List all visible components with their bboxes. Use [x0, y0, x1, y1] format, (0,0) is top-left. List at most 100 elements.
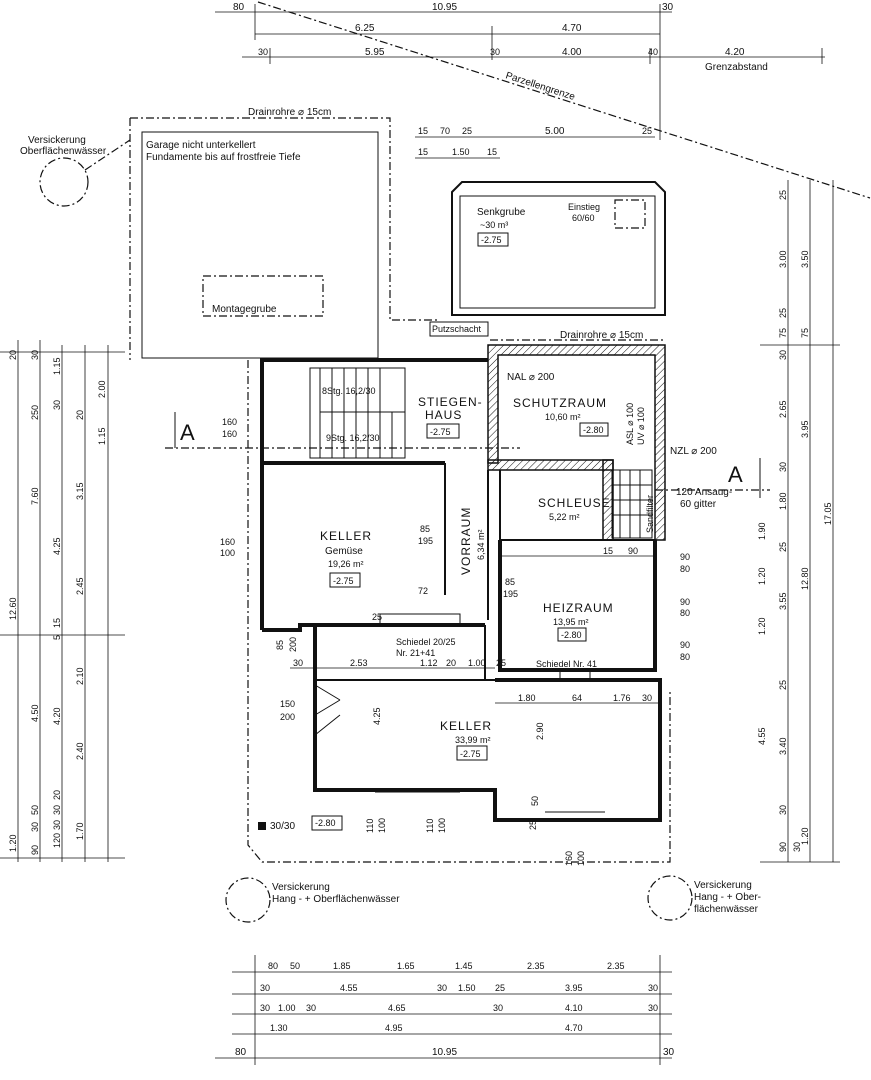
dim-b3-3: 4.65 [388, 1003, 406, 1013]
room-heizraum: HEIZRAUM 13,95 m² -2.80 Schiedel Nr. 41 [536, 601, 614, 669]
dim-b3-2: 30 [306, 1003, 316, 1013]
dim-in-4: 85 [420, 524, 430, 534]
room-schleuse: SCHLEUSE 5,22 m² Sandfilter 120 Ansaug- … [538, 487, 732, 533]
versickerung-br-3: flächenwässer [694, 904, 759, 915]
dim-b5-1: 10.95 [432, 1047, 457, 1058]
dim-in-7: 195 [503, 589, 518, 599]
dim-in-17: 25 [496, 658, 506, 668]
dim-l2-0: 250 [30, 405, 40, 420]
room-keller-gemuese: KELLER Gemüse 19,26 m² -2.75 [320, 529, 372, 588]
dim-in-5: 195 [418, 536, 433, 546]
garage-note-1: Garage nicht unterkellert [146, 140, 256, 151]
dim-r-3: 25 [778, 308, 788, 318]
dim-b4-1: 4.95 [385, 1023, 403, 1033]
dim-top-80: 80 [233, 2, 245, 13]
dim-in-9: 25 [372, 612, 382, 622]
dim-in-22: 15 [603, 546, 613, 556]
dim-b3-4: 30 [493, 1003, 503, 1013]
dim-in-0: 160 [222, 417, 237, 427]
stiegenhaus-name1: STIEGEN- [418, 395, 483, 409]
versickerung-br-1: Versickerung [694, 880, 752, 891]
label-grenzabstand: Grenzabstand [705, 62, 768, 73]
dim-l2-3: 4.25 [52, 537, 62, 555]
dim-in-11: 200 [288, 637, 298, 652]
dim-r-18: 4.55 [757, 727, 767, 745]
dim-top-r3-5: 4.20 [725, 47, 745, 58]
dim-r-4: 75 [778, 328, 788, 338]
dim-r-15: 1.20 [757, 617, 767, 635]
dim-in-35: 50 [530, 796, 540, 806]
dim-r-10: 1.80 [778, 492, 788, 510]
heizraum-area: 13,95 m² [553, 617, 589, 627]
dim-b2-6: 30 [648, 983, 658, 993]
label-parzellengrenze: Parzellengrenze [504, 70, 577, 103]
right-dimensions: 25 3.00 3.50 25 75 75 30 2.65 3.95 30 1.… [757, 180, 840, 863]
dim-r-17: 3.40 [778, 737, 788, 755]
keller-gemuese-area: 19,26 m² [328, 559, 364, 569]
keller-level: -2.75 [460, 749, 481, 759]
dim-in-31: 64 [572, 693, 582, 703]
garage-area: Garage nicht unterkellert Fundamente bis… [129, 107, 440, 360]
room-vorraum: VORRAUM 6,34 m² [459, 507, 486, 575]
dim-r-20: 1.20 [800, 827, 810, 845]
einstieg-hatch [614, 199, 646, 229]
schleuse-name: SCHLEUSE [538, 496, 611, 510]
dim-in-13: 2.53 [350, 658, 368, 668]
dim-in-23: 90 [628, 546, 638, 556]
senkgrube: Senkgrube ~30 m³ -2.75 Einstieg 60/60 15… [415, 126, 666, 316]
dim-l3-9: 1.70 [75, 822, 85, 840]
heizraum-name: HEIZRAUM [543, 601, 614, 615]
dim-l2-8: 4.20 [52, 707, 62, 725]
dim-in-19: 200 [280, 712, 295, 722]
dim-in-1: 160 [222, 429, 237, 439]
dim-r-12: 25 [778, 542, 788, 552]
dim-r-7: 2.65 [778, 400, 788, 418]
keller-gemuese-name: KELLER [320, 529, 372, 543]
keller-area: 33,99 m² [455, 735, 491, 745]
dim-in-3: 100 [220, 548, 235, 558]
dim-senk-15a: 15 [418, 126, 428, 136]
einstieg-size: 60/60 [572, 213, 595, 223]
schleuse-area: 5,22 m² [549, 512, 580, 522]
keller-name: KELLER [440, 719, 492, 733]
dim-r-16: 25 [778, 680, 788, 690]
versickerung-tl-1: Versickerung [28, 135, 86, 146]
dim-in-6: 85 [505, 577, 515, 587]
versickerung-bl-2: Hang - + Oberflächenwässer [272, 894, 400, 905]
dim-in-20: 4.25 [372, 707, 382, 725]
dim-in-40: 160 [564, 851, 574, 866]
dim-b1-6: 2.35 [607, 961, 625, 971]
dim-l1-5: 1.15 [97, 427, 107, 445]
dim-in-24: 90 [680, 552, 690, 562]
dim-b3-0: 30 [260, 1003, 270, 1013]
sandfilter-label: Sandfilter [645, 495, 655, 533]
dim-in-25: 80 [680, 564, 690, 574]
dim-l3-0: 12.60 [8, 597, 18, 620]
dim-in-10: 85 [275, 640, 285, 650]
montagegrube [202, 275, 324, 317]
versickerung-br-2: Hang - + Ober- [694, 892, 761, 903]
senkgrube-name: Senkgrube [477, 207, 526, 218]
uv-label: UV ⌀ 100 [636, 407, 646, 445]
stiegenhaus-level: -2.75 [430, 427, 451, 437]
dim-l1-6: 30 [52, 400, 62, 410]
dim-in-41: 100 [576, 851, 586, 866]
dim-r-8: 3.95 [800, 420, 810, 438]
dim-b5-2: 30 [663, 1047, 675, 1058]
dim-r-19: 30 [778, 805, 788, 815]
dim-in-15: 20 [446, 658, 456, 668]
dim-b2-2: 30 [437, 983, 447, 993]
vorraum-area: 6,34 m² [476, 529, 486, 560]
einstieg-label: Einstieg [568, 202, 600, 212]
dim-l3-2: 20 [52, 790, 62, 800]
dim-l2-7: 2.10 [75, 667, 85, 685]
dim-b2-3: 1.50 [458, 983, 476, 993]
ansaug-label-2: 60 gitter [680, 499, 717, 510]
dim-l2-10: 4.50 [30, 704, 40, 722]
dim-b1-5: 2.35 [527, 961, 545, 971]
dim-top-r3-1: 5.95 [365, 47, 385, 58]
dim-top-r3-2: 30 [490, 47, 500, 57]
section-a-right: A [728, 462, 743, 487]
dim-l1-2: 2.00 [97, 380, 107, 398]
dim-r-2: 3.50 [800, 250, 810, 268]
